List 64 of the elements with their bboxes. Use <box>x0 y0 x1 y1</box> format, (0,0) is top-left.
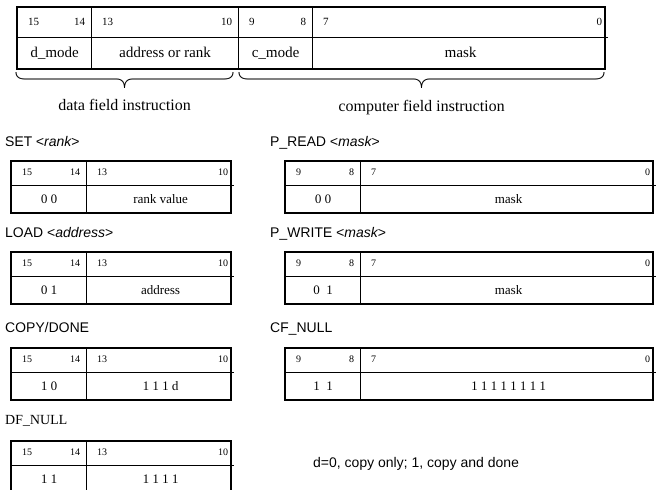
bit-number: 14 <box>70 354 80 365</box>
bit-number: 0 <box>645 167 650 178</box>
bit-number: 13 <box>97 167 107 178</box>
bit-number: 8 <box>349 258 354 269</box>
bit-number: 15 <box>28 16 39 28</box>
brace-label: computer field instruction <box>337 98 506 116</box>
bit-number: 10 <box>221 16 232 28</box>
bit-number: 13 <box>102 16 113 28</box>
bit-number: 10 <box>218 354 228 365</box>
register-title: COPY/DONE <box>5 319 90 335</box>
bit-number: 0 <box>596 16 602 28</box>
register-title: LOAD <address> <box>5 224 114 240</box>
bit-number: 7 <box>371 354 376 365</box>
bit-number: 14 <box>70 167 80 178</box>
bit-number: 13 <box>97 447 107 458</box>
bit-field-cell-text: rank value <box>132 190 189 208</box>
bit-number: 14 <box>70 447 80 458</box>
bit-number: 10 <box>218 258 228 269</box>
register-title: CF_NULL <box>270 319 332 335</box>
bit-number: 9 <box>249 16 254 28</box>
bit-number: 7 <box>371 167 376 178</box>
bit-number: 15 <box>22 258 32 269</box>
bit-number: 8 <box>349 167 354 178</box>
bit-field-cell: 0 0 <box>286 186 361 212</box>
bit-field-cell: 0 0 <box>12 186 87 212</box>
bit-field-cell: d_mode <box>18 38 92 68</box>
bit-field-cell-text: mask <box>494 190 524 208</box>
bit-field-cell: address or rank <box>92 38 239 68</box>
bit-number: 8 <box>349 354 354 365</box>
bit-field-cell: 1 1 <box>286 373 361 399</box>
bit-number: 15 <box>22 447 32 458</box>
register-title: P_WRITE <mask> <box>270 224 386 240</box>
footnote: d=0, copy only; 1, copy and done <box>313 454 519 470</box>
bit-number: 7 <box>323 16 328 28</box>
bit-field-cell-text: 1 1 1 1 1 1 1 1 <box>470 377 547 395</box>
bit-number: 9 <box>296 354 301 365</box>
bit-number: 9 <box>296 167 301 178</box>
brace-label: data field instruction <box>57 97 192 115</box>
bit-number: 7 <box>371 258 376 269</box>
bit-field-cell-text: 1 1 1 1 <box>142 470 180 488</box>
bit-field-cell: c_mode <box>239 38 313 68</box>
bit-number: 15 <box>22 354 32 365</box>
bit-field-cell: 1 0 <box>12 373 87 399</box>
bit-number: 9 <box>296 258 301 269</box>
bit-number: 0 <box>645 258 650 269</box>
bit-number: 14 <box>70 258 80 269</box>
register-title: DF_NULL <box>5 413 68 429</box>
bit-number: 8 <box>300 16 306 28</box>
register-title: SET <rank> <box>5 133 80 149</box>
bit-field-cell-text: 1 1 1 d <box>142 377 180 395</box>
bit-number: 15 <box>22 167 32 178</box>
bit-field-cell: 0 1 <box>286 277 361 303</box>
bit-field-cell-text: mask <box>494 281 524 299</box>
bit-number: 10 <box>218 447 228 458</box>
bit-number: 0 <box>645 354 650 365</box>
bit-field-cell-text: mask <box>444 44 478 63</box>
bit-number: 13 <box>97 258 107 269</box>
bit-field-cell-text: address <box>140 281 181 299</box>
bit-number: 13 <box>97 354 107 365</box>
bit-number: 10 <box>218 167 228 178</box>
bit-field-cell: 0 1 <box>12 277 87 303</box>
register-title: P_READ <mask> <box>270 133 380 149</box>
bit-field-cell: 1 1 <box>12 466 87 490</box>
bit-number: 14 <box>74 16 85 28</box>
